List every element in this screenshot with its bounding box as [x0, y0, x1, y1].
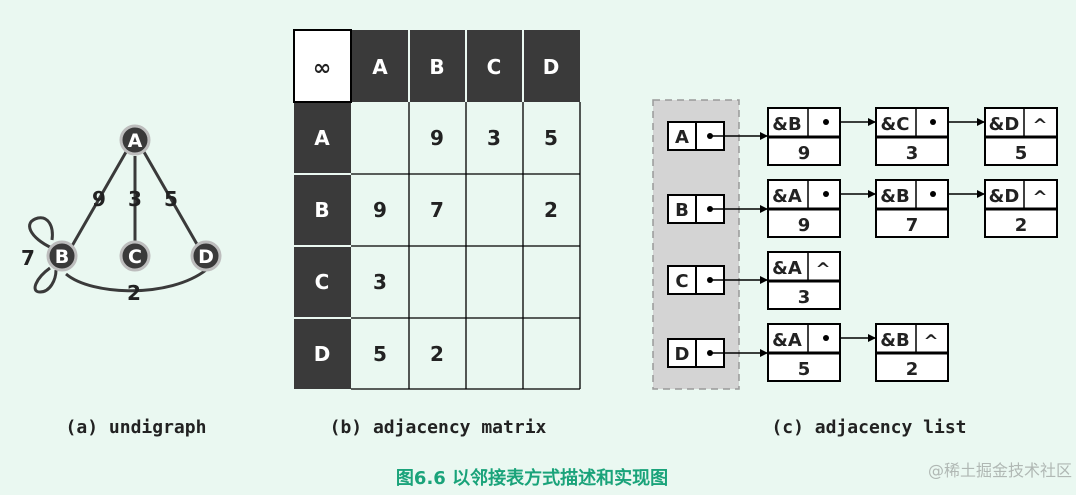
matrix-cell-c-a: 3: [373, 270, 387, 294]
list-node-b-3-ref: &D: [989, 186, 1020, 207]
matrix-row-header-b: B: [314, 198, 329, 222]
list-node-b-2-ref: &B: [880, 186, 909, 207]
list-node-a-3-weight: 5: [1015, 143, 1028, 164]
matrix-grid: [351, 102, 581, 390]
matrix-col-header-a: A: [372, 55, 388, 79]
edge-a-d: [142, 151, 200, 247]
list-node-a-3-ref: &D: [989, 114, 1020, 135]
list-node-b-1-ref: &A: [772, 186, 802, 207]
graph-nodes: A B C D: [46, 124, 222, 272]
edge-weight-a-b: 9: [92, 187, 106, 211]
list-node-d-2-null: ^: [923, 331, 938, 352]
matrix-row-header-d: D: [314, 342, 331, 366]
matrix-cell-b-d: 2: [544, 198, 558, 222]
matrix-header-separators: [294, 30, 524, 319]
matrix-row-header-c: C: [315, 270, 330, 294]
edge-b-b-loop: [28, 216, 54, 250]
edge-weight-labels: 9 3 5 7 2: [21, 187, 178, 305]
matrix-cell-b-a: 9: [373, 198, 387, 222]
adjacency-matrix: ∞ A B C D A B: [293, 29, 581, 438]
head-node-d-label: D: [675, 344, 690, 365]
matrix-col-header-b: B: [429, 55, 444, 79]
list-node-d-1-ref: &A: [772, 330, 802, 351]
list-node-a-3-null: ^: [1032, 115, 1047, 136]
graph-node-c-label: C: [128, 246, 142, 268]
list-node-d-2-ref: &B: [880, 330, 909, 351]
graph-node-d: D: [190, 240, 222, 272]
graph-node-d-label: D: [198, 246, 214, 268]
list-node-b-3-weight: 2: [1015, 215, 1028, 236]
list-node-c-1-ref: &A: [772, 258, 802, 279]
list-node-d-2-weight: 2: [906, 359, 919, 380]
graph-node-a: A: [119, 124, 151, 156]
graph-edges: [28, 151, 207, 294]
list-node-b-1-weight: 9: [798, 215, 811, 236]
matrix-col-header-d: D: [543, 55, 560, 79]
list-node-d-1: &A 5: [767, 323, 841, 382]
matrix-cell-a-d: 5: [544, 126, 558, 150]
graph-node-a-label: A: [128, 130, 143, 152]
head-node-a-label: A: [675, 127, 689, 148]
list-node-d-1-weight: 5: [798, 359, 811, 380]
list-node-c-1: &A ^ 3: [767, 251, 841, 310]
matrix-col-header-c: C: [487, 55, 502, 79]
matrix-corner-cell: [293, 29, 352, 103]
edge-weight-b-b: 7: [21, 246, 35, 270]
matrix-column-headers: A B C D: [372, 55, 559, 79]
matrix-cells: 9 3 5 9 7 2 3 5 2: [373, 126, 558, 366]
matrix-cell-a-c: 3: [487, 126, 501, 150]
graph-node-b-label: B: [55, 246, 69, 268]
list-node-b-1: &A 9: [767, 179, 841, 238]
matrix-corner-symbol: ∞: [313, 56, 331, 81]
matrix-caption: (b) adjacency matrix: [330, 417, 547, 438]
undigraph: 9 3 5 7 2 A B C D (a) undigraph: [21, 124, 222, 438]
edge-b-b-loop-lower: [33, 266, 58, 294]
watermark: @稀土掘金技术社区: [928, 461, 1072, 480]
matrix-cell-d-b: 2: [430, 342, 444, 366]
list-node-a-1-weight: 9: [798, 143, 811, 164]
adjacency-list: A B C D: [652, 99, 1058, 438]
graph-node-b: B: [46, 240, 78, 272]
head-node-b-label: B: [675, 200, 689, 221]
list-node-d-2: &B ^ 2: [875, 323, 949, 382]
matrix-cell-d-a: 5: [373, 342, 387, 366]
list-node-b-2: &B 7: [875, 179, 949, 238]
list-node-a-1: &B 9: [767, 107, 841, 166]
undigraph-caption: (a) undigraph: [66, 417, 207, 438]
list-node-a-2-weight: 3: [906, 143, 919, 164]
list-node-b-2-weight: 7: [906, 215, 919, 236]
adjacency-list-caption: (c) adjacency list: [771, 417, 966, 438]
matrix-cell-b-b: 7: [430, 198, 444, 222]
matrix-cell-a-b: 9: [430, 126, 444, 150]
matrix-row-header-a: A: [314, 126, 330, 150]
head-node-b: B: [667, 194, 725, 224]
edge-weight-a-d: 5: [164, 187, 178, 211]
head-node-c-label: C: [675, 271, 688, 292]
list-node-b-3-null: ^: [1032, 187, 1047, 208]
list-node-c-1-weight: 3: [798, 287, 811, 308]
matrix-row-headers: A B C D: [314, 126, 331, 366]
list-node-b-3: &D ^ 2: [984, 179, 1058, 238]
list-node-a-1-ref: &B: [772, 114, 801, 135]
edge-weight-a-c: 3: [128, 187, 142, 211]
edge-b-d: [65, 268, 207, 293]
edge-weight-b-d: 2: [127, 281, 141, 305]
list-node-a-2-ref: &C: [881, 114, 910, 135]
edge-a-b: [70, 151, 128, 247]
list-node-a-2: &C 3: [875, 107, 949, 166]
graph-node-c: C: [119, 240, 151, 272]
figure-title: 图6.6 以邻接表方式描述和实现图: [396, 467, 668, 489]
list-node-c-1-null: ^: [815, 259, 830, 280]
list-node-a-3: &D ^ 5: [984, 107, 1058, 166]
